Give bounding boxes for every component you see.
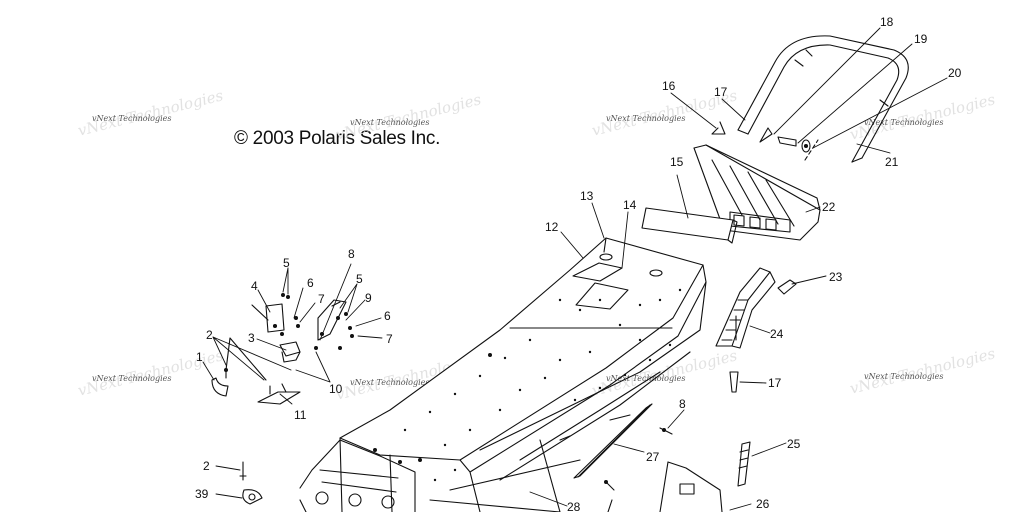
callout-23: 23 (829, 270, 843, 284)
rear-rail (715, 267, 797, 349)
leader-lines (202, 27, 948, 511)
fastener-shafts (225, 304, 673, 512)
callout-labels: 1 2 3 4 5 6 7 8 5 9 6 7 10 11 12 13 14 1… (195, 15, 962, 512)
watermark-text: vNext Technologies (92, 114, 172, 123)
callout-6b: 6 (384, 309, 391, 323)
callout-19: 19 (914, 32, 928, 46)
callout-10: 10 (329, 382, 343, 396)
tunnel-rivets (373, 288, 682, 482)
rear-bumper-loop (711, 35, 909, 163)
watermark: vNext Technologies vNext Technologies (76, 346, 225, 400)
callout-21: 21 (885, 155, 899, 169)
callout-8b: 8 (679, 397, 686, 411)
callout-28: 28 (567, 500, 581, 512)
callout-5: 5 (283, 256, 290, 270)
callout-8: 8 (348, 247, 355, 261)
copyright-notice: © 2003 Polaris Sales Inc. (234, 128, 441, 149)
flap-plate (641, 207, 738, 244)
callout-9: 9 (365, 291, 372, 305)
callout-17: 17 (714, 85, 728, 99)
callout-2: 2 (206, 328, 213, 342)
callout-6: 6 (307, 276, 314, 290)
callout-17b: 17 (768, 376, 782, 390)
callout-22: 22 (822, 200, 836, 214)
callout-18: 18 (880, 15, 894, 29)
callout-3: 3 (248, 331, 255, 345)
watermark-text: vNext Technologies (606, 114, 686, 123)
callout-7b: 7 (386, 332, 393, 346)
callout-20: 20 (948, 66, 962, 80)
watermark: vNext Technologies vNext Technologies (590, 86, 739, 140)
watermark-text: vNext Technologies (350, 118, 430, 127)
watermark: vNext Technologies vNext Technologies (590, 346, 739, 400)
callout-15: 15 (670, 155, 684, 169)
watermark-text: vNext Technologies (864, 372, 944, 381)
watermark: vNext Technologies vNext Technologies (76, 86, 225, 140)
callout-11: 11 (294, 408, 307, 422)
callout-13: 13 (580, 189, 594, 203)
callout-24: 24 (770, 327, 784, 341)
watermark: vNext Technologies vNext Technologies (334, 90, 483, 144)
watermark: vNext Technologies vNext Technologies (848, 90, 997, 144)
mount-brackets (211, 299, 347, 405)
callout-1: 1 (196, 350, 203, 364)
callout-2b: 2 (203, 459, 210, 473)
watermark-text: vNext Technologies (350, 378, 430, 387)
callout-26: 26 (756, 497, 770, 511)
callout-5b: 5 (356, 272, 363, 286)
callout-7: 7 (318, 292, 325, 306)
callout-39: 39 (195, 487, 209, 501)
callout-16: 16 (662, 79, 676, 93)
callout-14: 14 (623, 198, 637, 212)
tunnel-assembly (299, 237, 707, 512)
watermark: vNext Technologies vNext Technologies (334, 350, 483, 404)
callout-12: 12 (545, 220, 559, 234)
callout-27: 27 (646, 450, 660, 464)
watermark-text: vNext Technologies (92, 374, 172, 383)
lower-parts (573, 315, 751, 512)
callout-25: 25 (787, 437, 801, 451)
watermark-text: vNext Technologies (864, 118, 944, 127)
watermark: vNext Technologies vNext Technologies (848, 344, 997, 398)
watermark-text: vNext Technologies (606, 374, 686, 383)
callout-4: 4 (251, 279, 258, 293)
